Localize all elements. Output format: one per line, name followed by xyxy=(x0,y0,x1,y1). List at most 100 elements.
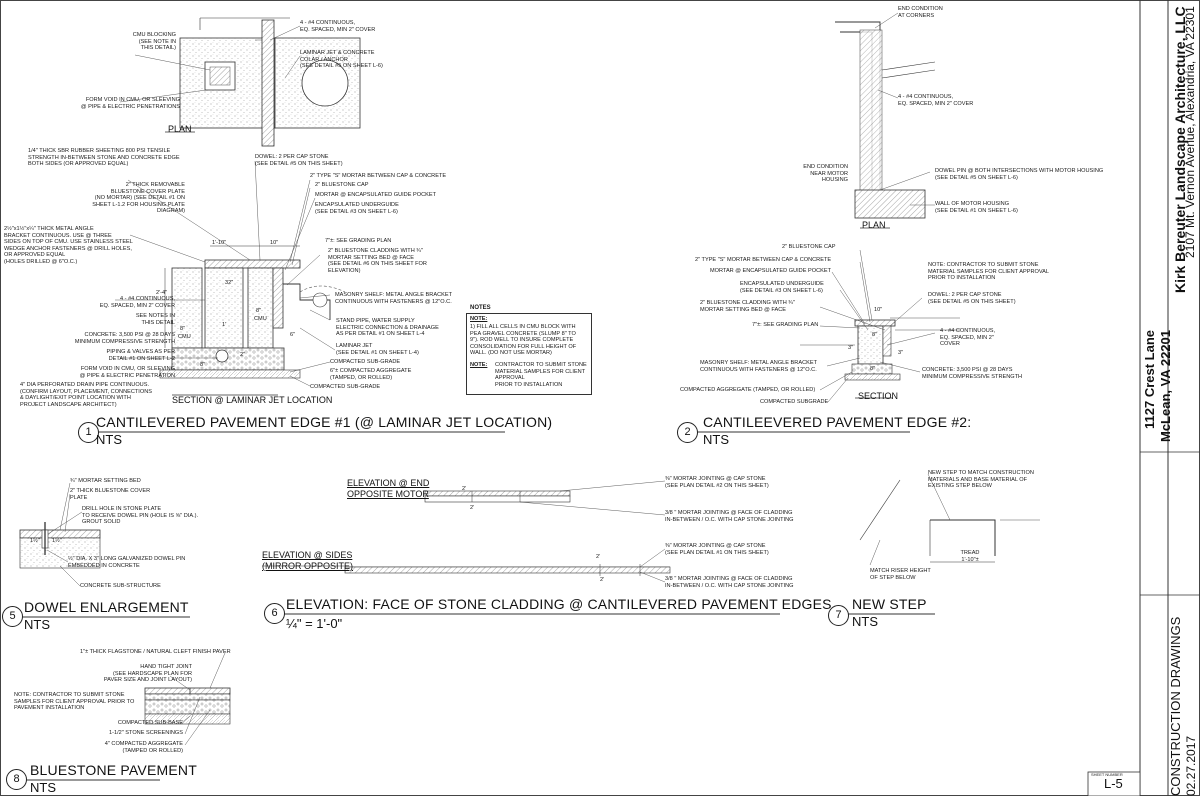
d1-dim-8b: 8" xyxy=(256,308,262,314)
d2-note-end-motor: END CONDITION NEAR MOTOR HOUSING xyxy=(803,164,848,184)
d1-note-grading: 7"±: SEE GRADING PLAN xyxy=(325,238,392,244)
d7-scale: NTS xyxy=(852,614,878,629)
d1-dim-8a: 8" xyxy=(180,326,186,332)
d1-dim-8c: 8" xyxy=(200,362,206,368)
d1-notes-text1: 1) FILL ALL CELLS IN CMU BLOCK WITH PEA … xyxy=(470,324,577,357)
d5-note-drill-hole: DRILL HOLE IN STONE PLATE TO RECEIVE DOW… xyxy=(82,506,199,526)
d8-note-joint: HAND TIGHT JOINT (SEE HARDSCAPE PLAN FOR… xyxy=(103,664,192,684)
d2-dim-10: 10" xyxy=(874,307,883,313)
d5-title: DOWEL ENLARGEMENT xyxy=(24,599,189,615)
d1-dim-height: 2'-4" xyxy=(156,290,168,296)
d5-note-setting-bed: ¾" MORTAR SETTING BED xyxy=(70,478,141,484)
d1-notes-subheading2: NOTE: xyxy=(470,362,488,368)
d2-note-rebar-section: 4 - #4 CONTINUOUS, EQ. SPACED, MIN 2" CO… xyxy=(940,328,996,348)
d1-dim-width: 1'-10" xyxy=(212,240,227,246)
d6-note-cap-joint-2: ⅜" MORTAR JOINTING @ CAP STONE (SEE PLAN… xyxy=(665,543,769,556)
d2-dim-8a: 8" xyxy=(872,332,878,338)
d2-note-subgrade: COMPACTED SUBGRADE xyxy=(760,399,829,405)
d5-note-substructure: CONCRETE SUB-STRUCTURE xyxy=(80,583,161,589)
d1-note-form-void-section: FORM VOID IN CMU, OR SLEEVING @ PIPE & E… xyxy=(79,366,175,379)
d1-dim-cmu-2: CMU xyxy=(254,316,267,322)
firm-address: 2107 Mt. Vernon Avenue, Alexandria, VA 2… xyxy=(1183,6,1197,258)
d1-dim-10: 10" xyxy=(270,240,279,246)
d5-note-dowel-pin: ½" DIA. X 3" LONG GALVANIZED DOWEL PIN E… xyxy=(68,556,186,569)
d6-note-cladding-joint-1: 3/8 " MORTAR JOINTING @ FACE OF CLADDING… xyxy=(665,510,794,523)
d7-title: NEW STEP xyxy=(852,596,927,612)
d2-dim-8b: 8" xyxy=(870,366,876,372)
d1-dim-6: 6" xyxy=(290,332,296,338)
d6-scale: ¼" = 1'-0" xyxy=(286,616,343,631)
d7-note-new-step: NEW STEP TO MATCH CONSTRUCTION MATERIALS… xyxy=(928,470,1034,490)
d5-number: 5 xyxy=(2,606,23,627)
d1-section-label: SECTION @ LAMINAR JET LOCATION xyxy=(172,395,333,405)
d1-plan-label: PLAN xyxy=(168,124,192,134)
project-city: McLean, VA 22201 xyxy=(1158,330,1173,442)
d1-scale: NTS xyxy=(96,432,122,447)
d2-note-mortar-type-s: 2" TYPE "S" MORTAR BETWEEN CAP & CONCRET… xyxy=(695,257,832,263)
d5-dim-b: 1½" xyxy=(52,538,62,544)
d8-scale: NTS xyxy=(30,780,56,795)
d2-note-aggregate: COMPACTED AGGREGATE (TAMPED, OR ROLLED) xyxy=(680,387,816,393)
sheet-number: L-5 xyxy=(1104,776,1123,791)
d5-scale: NTS xyxy=(24,617,50,632)
d2-dim-3b: 3" xyxy=(898,350,904,356)
d2-note-rebar-plan: 4 - #4 CONTINUOUS, EQ. SPACED, MIN 2" CO… xyxy=(898,94,974,107)
d1-note-mortar-type-s: 2" TYPE "S" MORTAR BETWEEN CAP & CONCRET… xyxy=(310,173,447,179)
d1-note-subgrade-2: COMPACTED SUB-GRADE xyxy=(310,384,381,390)
d8-number: 8 xyxy=(6,769,27,790)
d1-note-see-notes: SEE NOTES IN THIS DETAIL xyxy=(135,313,175,326)
d7-number: 7 xyxy=(828,605,849,626)
d1-dim-cmu-1: CMU xyxy=(178,334,191,340)
d8-note-sub-base: COMPACTED SUB-BASE xyxy=(117,720,183,726)
d2-number: 2 xyxy=(677,422,698,443)
d7-note-tread: TREAD 1'-10"± xyxy=(960,550,980,563)
d2-scale: NTS xyxy=(703,432,729,447)
d2-note-submit: NOTE: CONTRACTOR TO SUBMIT STONE MATERIA… xyxy=(928,262,1050,282)
d6-dim-d: 2' xyxy=(600,577,605,583)
d1-number: 1 xyxy=(78,422,99,443)
d6-dim-a: 2' xyxy=(462,486,467,492)
d1-note-dowel: DOWEL: 2 PER CAP STONE (SEE DETAIL #5 ON… xyxy=(255,154,343,167)
d1-notes-text2: CONTRACTOR TO SUBMIT STONE MATERIAL SAMP… xyxy=(495,362,587,388)
d1-dim-2: 2" xyxy=(240,352,246,358)
d2-note-concrete: CONCRETE: 3,500 PSI @ 28 DAYS MINIMUM CO… xyxy=(922,367,1023,380)
d6-title: ELEVATION: FACE OF STONE CLADDING @ CANT… xyxy=(286,596,832,612)
d1-note-rubber-sheeting: 1/4" THICK SBR RUBBER SHEETING 800 PSI T… xyxy=(28,148,180,168)
d8-title: BLUESTONE PAVEMENT xyxy=(30,762,197,778)
d1-note-rebar-plan: 4 - #4 CONTINUOUS, EQ. SPACED, MIN 2" CO… xyxy=(300,20,376,33)
d2-plan-label: PLAN xyxy=(862,220,886,230)
d2-title: CANTILEEVERED PAVEMENT EDGE #2: xyxy=(703,414,972,430)
d6-note-cap-joint-1: ⅜" MORTAR JOINTING @ CAP STONE (SEE PLAN… xyxy=(665,476,769,489)
d1-note-bluestone-cap: 2" BLUESTONE CAP xyxy=(315,182,369,188)
d6-elev-end-label: ELEVATION @ END OPPOSITE MOTOR xyxy=(347,478,430,499)
d2-dim-3a: 3" xyxy=(848,345,854,351)
d2-note-mortar-guide: MORTAR @ ENCAPSULATED GUIDE POCKET xyxy=(710,268,831,274)
d1-note-subgrade-1: COMPACTED SUB-GRADE xyxy=(330,359,401,365)
drawing-date: 02.27.2017 xyxy=(1184,735,1198,796)
d5-dim-a: 1½" xyxy=(30,538,40,544)
d6-elev-side-label: ELEVATION @ SIDES (MIRROR OPPOSITE) xyxy=(262,550,354,571)
d1-note-stand-pipe: STAND PIPE, WATER SUPPLY ELECTRIC CONNEC… xyxy=(336,318,439,338)
d2-note-end-corners: END CONDITION AT CORNERS xyxy=(898,6,943,19)
d6-dim-c: 2' xyxy=(596,554,601,560)
d2-note-motor-wall: WALL OF MOTOR HOUSING (SEE DETAIL #1 ON … xyxy=(935,201,1018,214)
d1-note-laminar-jet-plan: LAMINAR JET & CONCRETE COLAR / ANCHOR (S… xyxy=(300,50,383,70)
d1-notes-box: NOTES NOTE: 1) FILL ALL CELLS IN CMU BLO… xyxy=(466,305,592,395)
d1-note-aggregate: 6"± COMPACTED AGGREGATE (TAMPED, OR ROLL… xyxy=(330,368,412,381)
d1-note-cladding: 2" BLUESTONE CLADDING WITH ¾" MORTAR SET… xyxy=(328,248,427,274)
d8-note-flagstone: 1"± THICK FLAGSTONE / NATURAL CLEFT FINI… xyxy=(80,649,231,655)
d2-note-dowel: DOWEL: 2 PER CAP STONE (SEE DETAIL #5 ON… xyxy=(928,292,1016,305)
d2-section-label: SECTION xyxy=(858,391,899,401)
d2-note-grading: 7"±: SEE GRADING PLAN xyxy=(752,322,819,328)
d7-note-riser: MATCH RISER HEIGHT OF STEP BELOW xyxy=(870,568,931,581)
d1-note-masonry-shelf: MASONRY SHELF: METAL ANGLE BRACKET CONTI… xyxy=(335,292,452,305)
d6-number: 6 xyxy=(264,603,285,624)
d8-note-aggregate: 4" COMPACTED AGGREGATE (TAMPED OR ROLLED… xyxy=(104,741,183,754)
d1-note-underguide: ENCAPSULATED UNDERGUIDE (SEE DETAIL #3 O… xyxy=(315,202,399,215)
d6-note-cladding-joint-2: 3/8 " MORTAR JOINTING @ FACE OF CLADDING… xyxy=(665,576,794,589)
project-street: 1127 Crest Lane xyxy=(1142,330,1157,430)
d8-note-submit: NOTE: CONTRACTOR TO SUBMIT STONE SAMPLES… xyxy=(14,692,135,712)
drawing-set: CONSTRUCTION DRAWINGS xyxy=(1168,616,1183,796)
